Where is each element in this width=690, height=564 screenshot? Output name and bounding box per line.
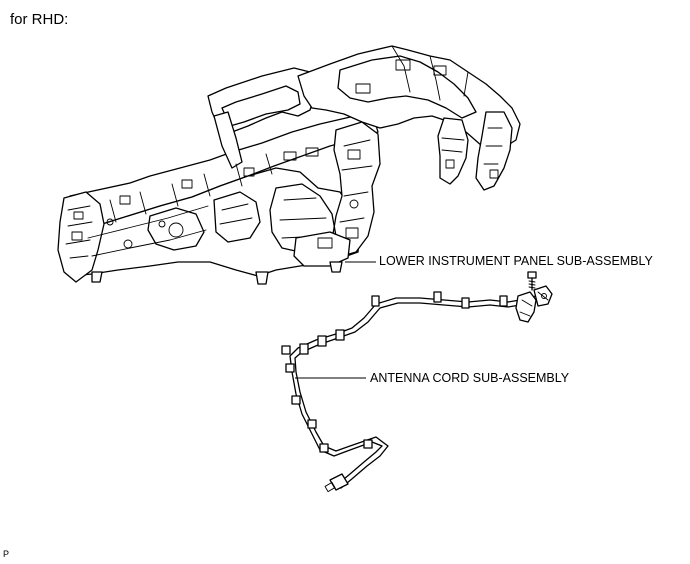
bolt-drawing [527, 271, 537, 291]
antenna-cord-drawing [281, 285, 553, 493]
antenna-cord-label: ANTENNA CORD SUB-ASSEMBLY [370, 371, 570, 385]
lower-instrument-panel-label: LOWER INSTRUMENT PANEL SUB-ASSEMBLY [379, 254, 653, 268]
corner-mark: P [3, 549, 10, 559]
lower-instrument-panel-drawing [57, 45, 521, 285]
diagram-heading: for RHD: [10, 11, 69, 28]
